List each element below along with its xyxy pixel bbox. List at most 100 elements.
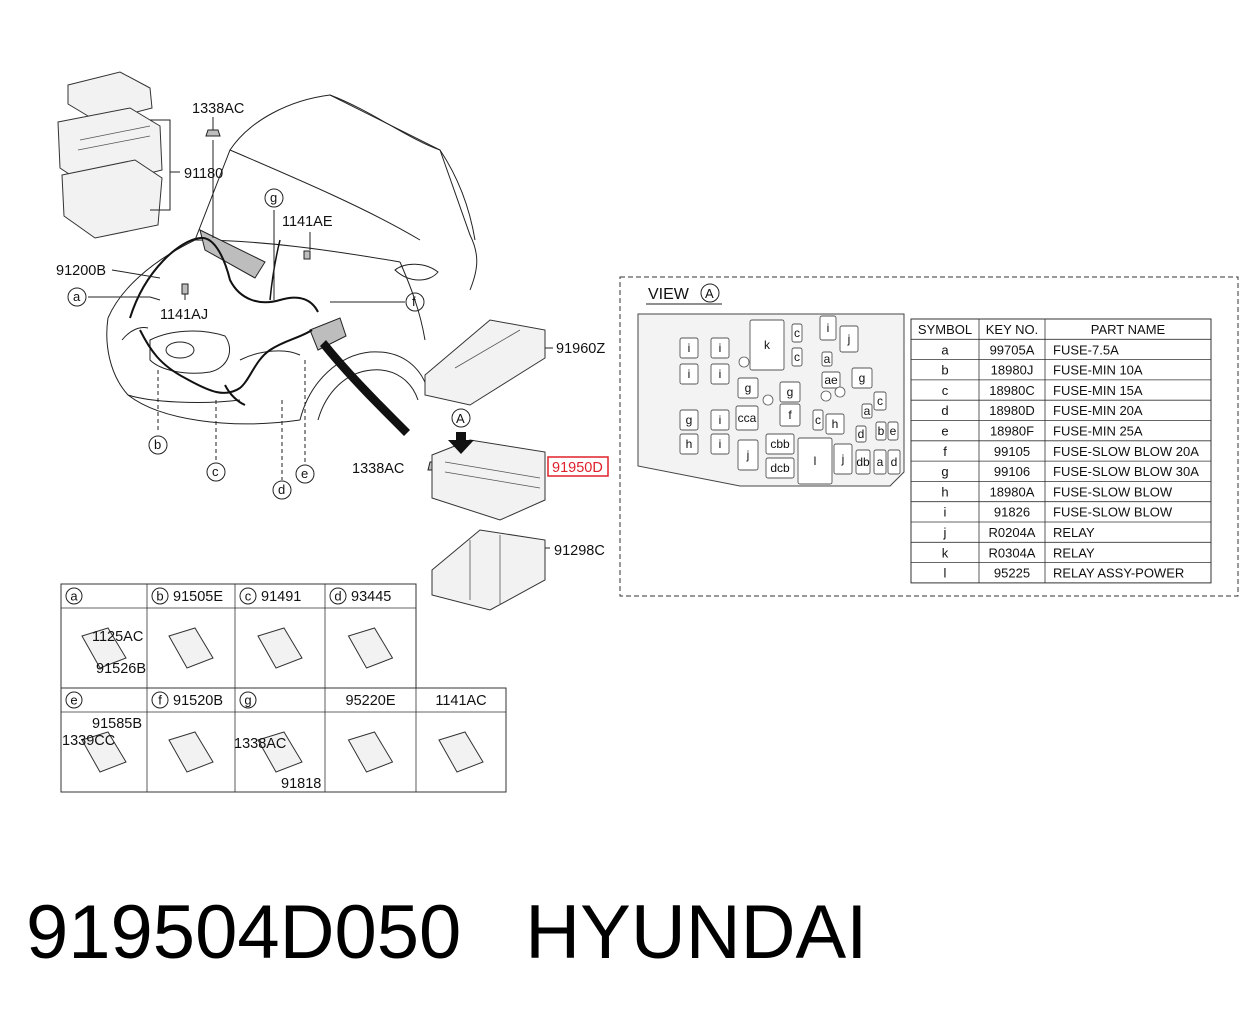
table-cell: 99105 [994,444,1030,459]
detail-sub-part-number: 1339CC [62,733,115,749]
fuse-slot-label: c [877,394,883,408]
fuse-slot: g [851,367,873,389]
detail-letter: b [156,589,163,604]
callout-91200b: 91200B [56,263,106,279]
fuse-slot: g [779,381,801,403]
fuse-slot-label: i [719,437,722,451]
fuse-slot-label: g [787,385,794,399]
detail-letter: e [70,693,77,708]
fuse-slot: b [875,421,887,441]
brand-name: HYUNDAI [525,890,868,975]
fuse-slot: e [887,421,899,441]
table-cell: RELAY [1053,545,1095,560]
fuse-slot: cca [735,405,759,431]
fuse-slot-label: cca [738,411,757,425]
table-cell: R0304A [989,545,1036,560]
fuse-slot-label: g [859,371,866,385]
fuse-slot-label: j [746,448,750,462]
table-cell: d [941,403,948,418]
table-cell: c [942,383,949,398]
fuse-slot-label: f [788,408,792,422]
table-cell: 99106 [994,464,1030,479]
table-cell: l [944,566,947,581]
table-cell: 18980C [989,383,1035,398]
table-cell: FUSE-7.5A [1053,342,1119,357]
detail-sub-part-number: 1125AC [92,629,143,645]
fuse-slot-label: j [841,452,845,466]
fuse-slot: k [749,319,785,371]
part-sketch-icon [81,627,127,669]
detail-letter: f [158,693,162,708]
detail-letter: a [70,589,78,604]
table-cell: FUSE-MIN 20A [1053,403,1143,418]
fuse-slot: dcb [765,457,795,479]
detail-part-number: 1141AC [435,693,486,709]
fuse-slot: j [833,443,853,475]
fuse-slot-label: g [686,413,693,427]
callout-1141aj: 1141AJ [160,307,208,323]
fuse-slot: j [839,325,859,353]
table-cell: RELAY [1053,525,1095,540]
fuse-slot: c [791,347,803,367]
detail-cell: b 91505E [151,587,223,669]
detail-cell: 1141AC [435,693,487,773]
fuse-slot-label: i [688,367,691,381]
fuse-slot: i [679,363,699,385]
part-sketch-icon [438,731,484,773]
fuse-slot: d [887,449,901,475]
fuse-slot: j [737,439,759,471]
fuse-slot: c [873,391,887,411]
fuse-mount-hole [820,390,832,402]
table-cell: FUSE-MIN 15A [1053,383,1143,398]
view-letter: A [705,286,714,301]
fuse-slot-label: i [719,367,722,381]
detail-letter: d [334,589,341,604]
fuse-slot-label: d [858,427,865,441]
fuse-slot-label: dcb [770,461,790,475]
detail-cell: a [65,587,127,669]
table-cell: 99705A [990,342,1035,357]
table-cell: FUSE-SLOW BLOW 20A [1053,444,1199,459]
table-header-cell: SYMBOL [918,322,972,337]
table-cell: f [943,444,947,459]
circle-letter-a: a [73,289,81,304]
detail-sub-part-number: 91526B [96,661,146,677]
callout-91950d: 91950D [552,460,603,476]
table-cell: 95225 [994,566,1030,581]
circle-letter-g: g [270,190,277,205]
fuse-slot: i [679,337,699,359]
footer-caption: 919504D050 HYUNDAI [26,888,867,978]
circle-letter-e: e [301,466,308,481]
fuse-slot: h [679,433,699,455]
callout-1141ae: 1141AE [282,214,333,230]
callout-91960z: 91960Z [556,341,605,357]
fuse-slot: ae [821,371,841,389]
fuse-slot: i [710,363,730,385]
detail-part-number: 91520B [173,693,223,709]
table-cell: j [943,525,947,540]
circle-letter-f: f [412,294,416,309]
table-cell: FUSE-MIN 25A [1053,424,1143,439]
detail-part-number: 91505E [173,589,223,605]
table-cell: 18980D [989,403,1035,418]
table-cell: a [941,342,949,357]
table-cell: e [941,424,948,439]
fuse-slot-label: i [719,341,722,355]
table-cell: RELAY ASSY-POWER [1053,566,1184,581]
detail-part-number: 93445 [351,589,391,605]
table-cell: FUSE-SLOW BLOW 30A [1053,464,1199,479]
table-cell: b [941,363,948,378]
fuse-slot-label: c [794,350,800,364]
circle-letter-c: c [212,464,219,479]
fuse-slot: i [819,315,837,341]
part-number: 919504D050 [26,890,462,975]
part-sketch-icon [347,731,394,773]
fuse-slot: g [737,377,759,399]
fuse-slot-label: a [877,455,884,469]
part-sketch-icon [257,627,303,669]
fuse-slot-label: d [891,455,898,469]
